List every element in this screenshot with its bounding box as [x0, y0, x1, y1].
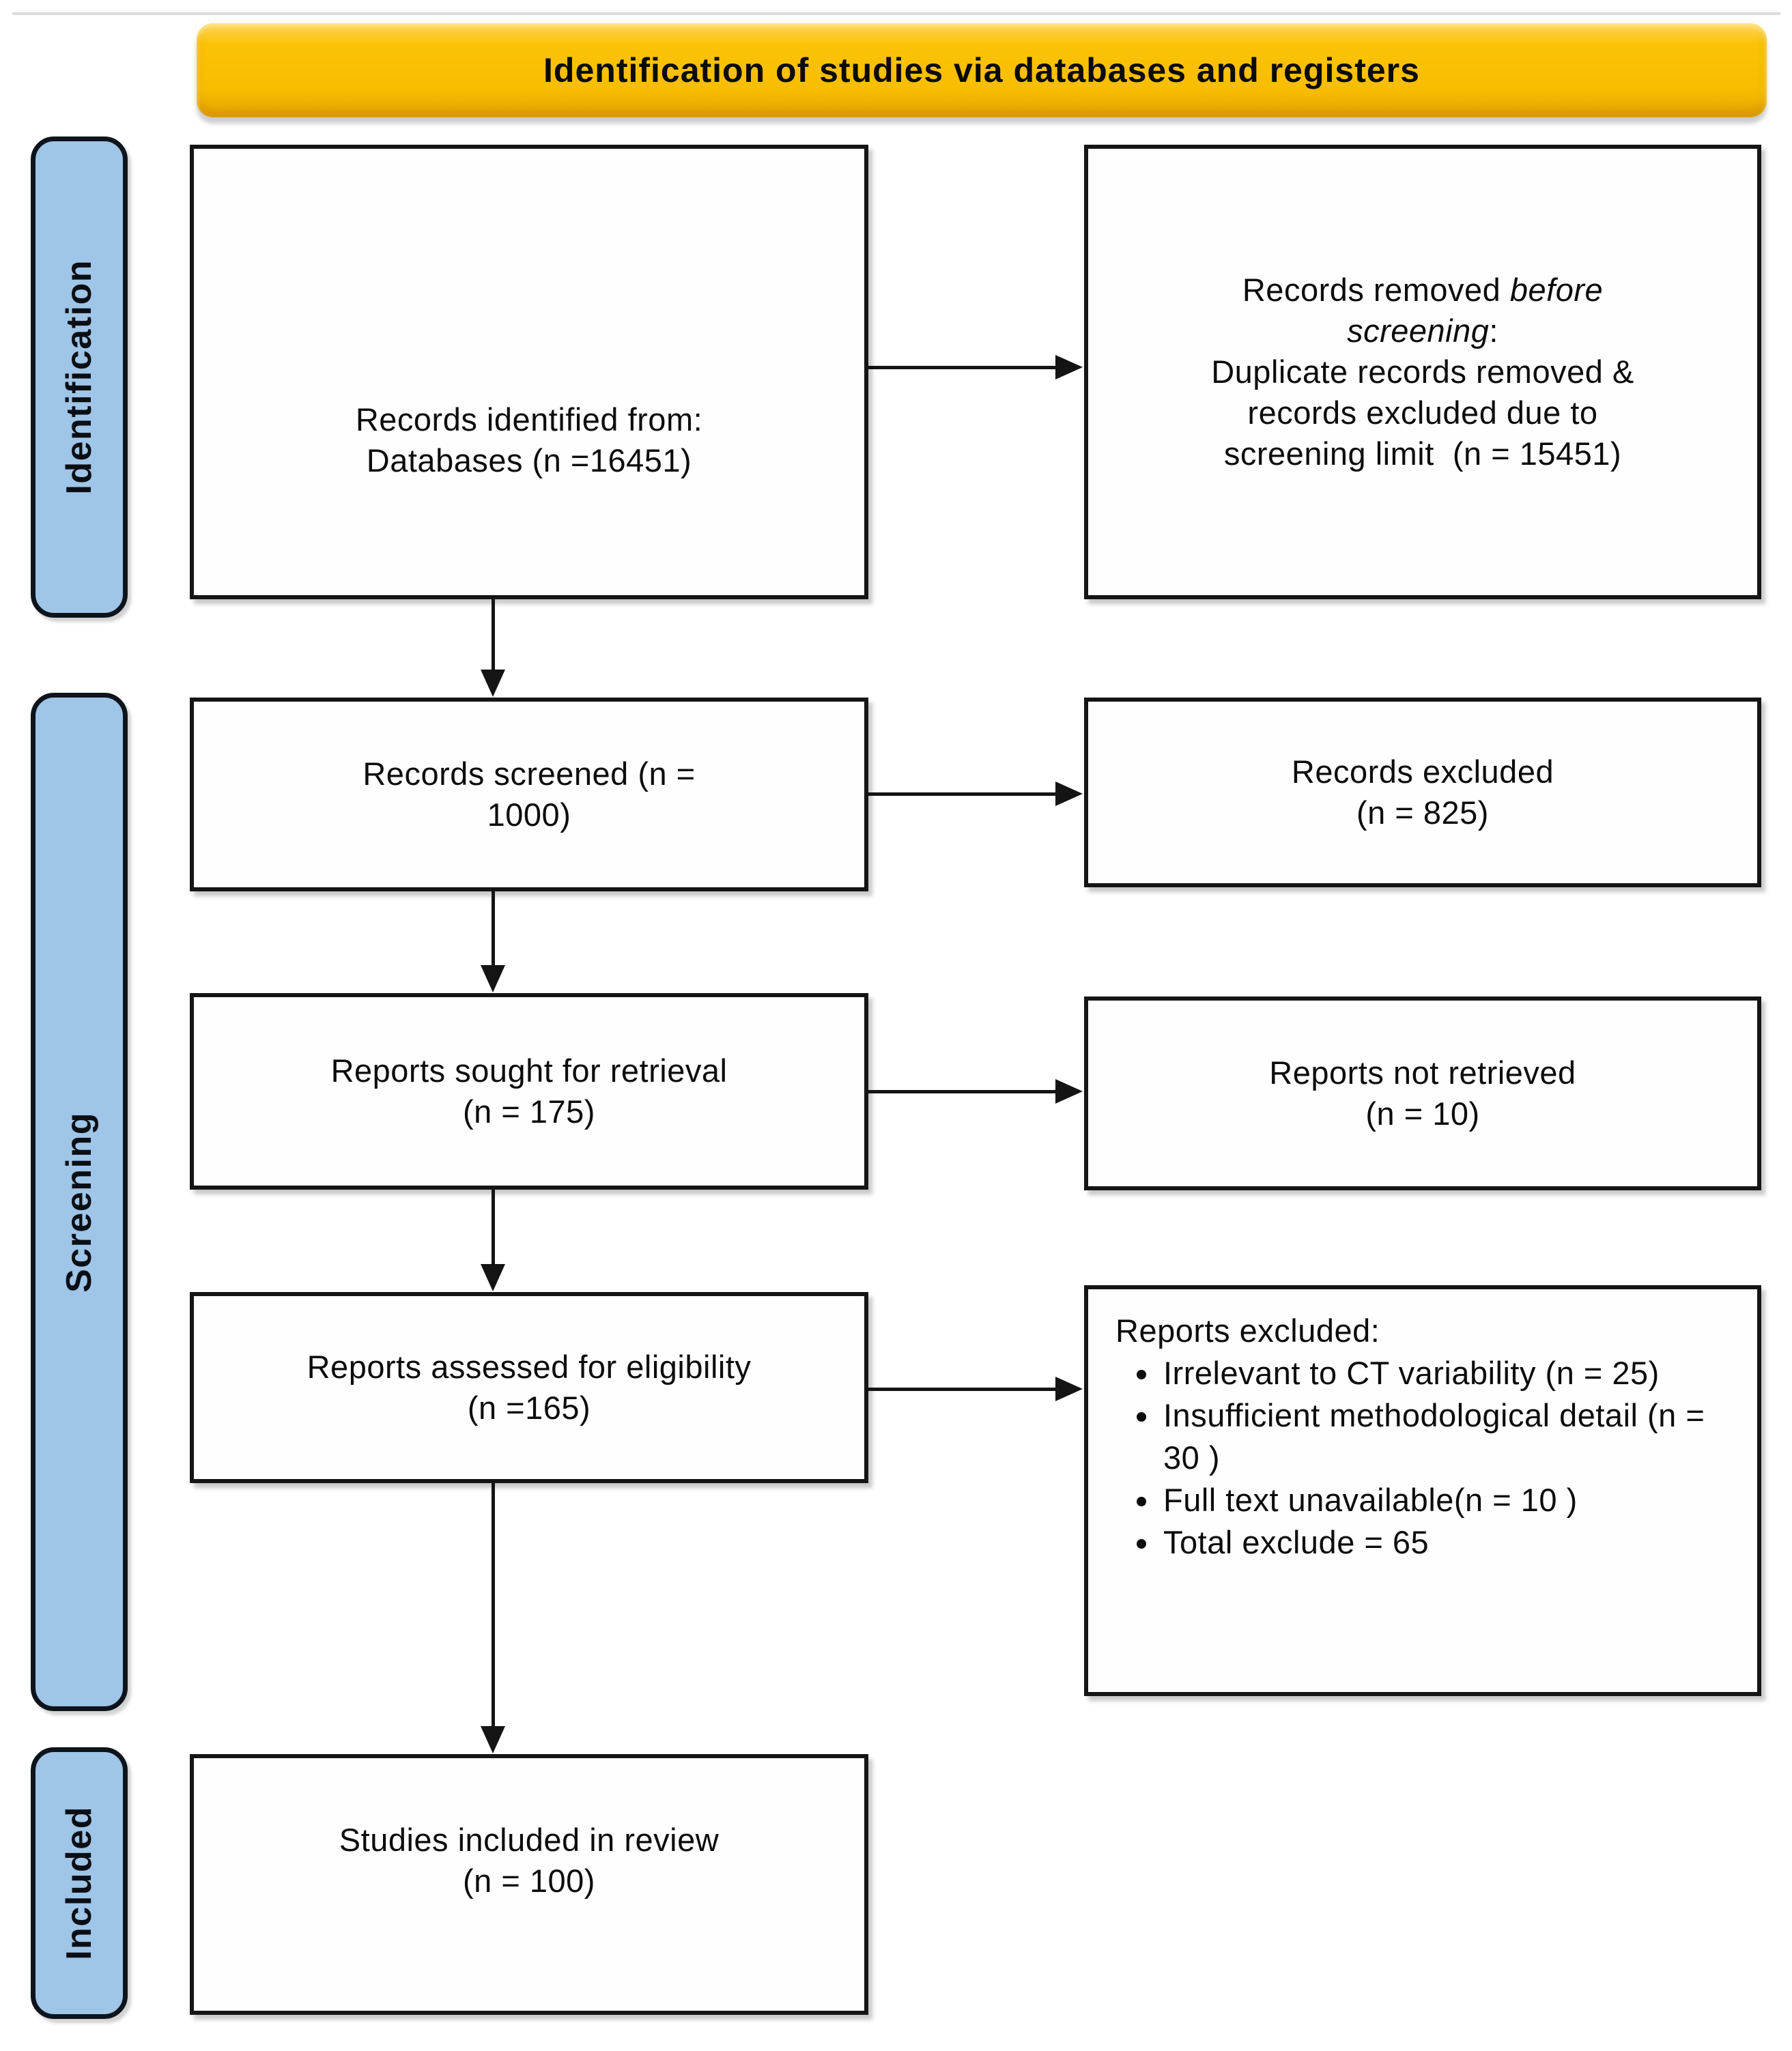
box-reports-assessed: Reports assessed for eligibility (n =165… [190, 1292, 868, 1483]
arrow-sought-to-assessed [481, 1190, 505, 1291]
box-records-removed: Records removed before screening: Duplic… [1084, 145, 1761, 599]
records-removed-line2: screening: [1347, 311, 1498, 352]
reports-excluded-bullet-2: Insufficient methodological detail (n = … [1161, 1394, 1723, 1479]
arrow-identified-to-removed [868, 355, 1083, 379]
studies-included-line2: (n = 100) [463, 1863, 595, 1899]
records-excluded-line1: Records excluded [1291, 753, 1554, 790]
box-records-screened: Records screened (n = 1000) [190, 698, 868, 891]
records-removed-line1: Records removed before [1242, 270, 1603, 311]
reports-sought-line2: (n = 175) [463, 1093, 595, 1130]
reports-excluded-bullet-3: Full text unavailable(n = 10 ) [1161, 1479, 1723, 1521]
box-reports-sought: Reports sought for retrieval (n = 175) [190, 993, 868, 1190]
box-reports-not-retrieved: Reports not retrieved (n = 10) [1084, 996, 1761, 1190]
reports-excluded-bullet-4: Total exclude = 65 [1161, 1521, 1723, 1564]
stage-included: Included [31, 1747, 128, 2019]
stage-screening-label: Screening [59, 1111, 99, 1293]
reports-assessed-line2: (n =165) [467, 1390, 591, 1426]
box-records-excluded: Records excluded (n = 825) [1084, 698, 1761, 887]
stage-identification: Identification [31, 137, 128, 618]
arrow-assessed-to-included [481, 1483, 505, 1753]
records-removed-line2-normal: : [1489, 312, 1498, 349]
reports-excluded-bullet-1: Irrelevant to CT variability (n = 25) [1161, 1352, 1723, 1394]
arrow-screened-to-excluded [868, 781, 1083, 806]
records-removed-line4: records excluded due to [1247, 395, 1598, 431]
reports-assessed-line1: Reports assessed for eligibility [307, 1348, 752, 1385]
studies-included-line1: Studies included in review [339, 1821, 720, 1858]
stage-included-label: Included [59, 1806, 99, 1960]
records-screened-line2: 1000) [487, 797, 571, 833]
reports-excluded-title: Reports excluded: [1115, 1313, 1380, 1349]
records-excluded-line2: (n = 825) [1356, 794, 1489, 831]
banner: Identification of studies via databases … [197, 23, 1767, 117]
stage-screening: Screening [31, 693, 128, 1711]
banner-title: Identification of studies via databases … [543, 51, 1420, 89]
scan-artifact-line [12, 12, 1780, 15]
records-removed-line1-normal: Records removed [1242, 271, 1510, 308]
reports-sought-line1: Reports sought for retrieval [330, 1052, 728, 1089]
records-screened-line1: Records screened (n = [362, 755, 696, 792]
reports-not-retrieved-line1: Reports not retrieved [1269, 1054, 1576, 1091]
box-records-identified: Records identified from: Databases (n =1… [190, 145, 868, 599]
reports-not-retrieved-line2: (n = 10) [1365, 1095, 1480, 1132]
arrow-sought-to-not-retrieved [868, 1079, 1083, 1104]
records-identified-line2: Databases (n =16451) [366, 442, 692, 478]
records-removed-line5: screening limit (n = 15451) [1223, 435, 1622, 472]
arrow-assessed-to-reports-excluded [868, 1377, 1083, 1401]
reports-excluded-bullet-list: Irrelevant to CT variability (n = 25) In… [1115, 1352, 1723, 1564]
records-removed-line3: Duplicate records removed & [1211, 353, 1634, 390]
stage-identification-label: Identification [59, 259, 99, 495]
box-reports-excluded: Reports excluded: Irrelevant to CT varia… [1084, 1285, 1761, 1696]
records-removed-line1-italic: before [1509, 271, 1604, 308]
records-identified-line1: Records identified from: [355, 401, 703, 438]
box-studies-included: Studies included in review (n = 100) [190, 1754, 868, 2015]
arrow-identified-to-screened [481, 599, 505, 697]
arrow-screened-to-sought [481, 891, 505, 992]
records-removed-line2-italic: screening [1347, 312, 1490, 349]
